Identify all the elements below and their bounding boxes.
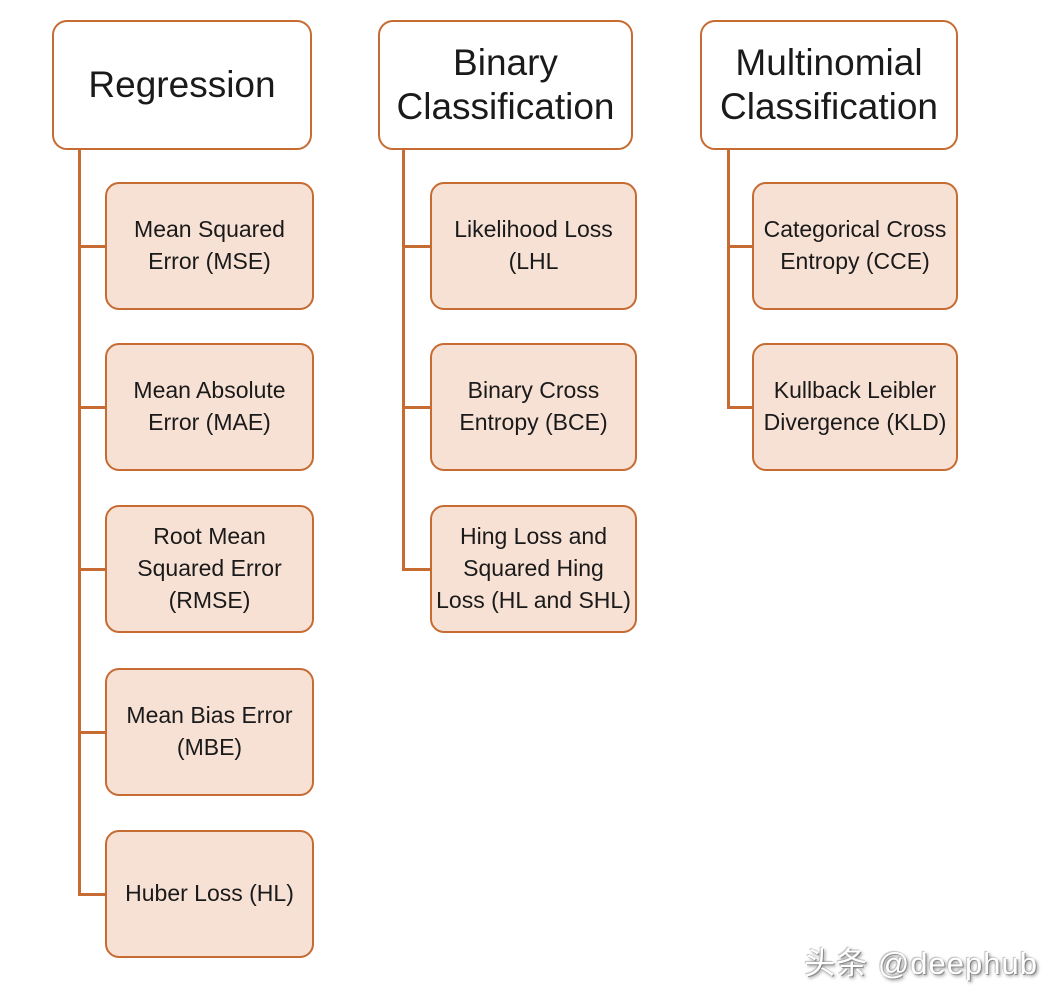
node-label: Kullback Leibler Divergence (KLD) (763, 377, 947, 435)
node-rmse: Root Mean Squared Error (RMSE) (105, 505, 314, 633)
connector-trunk (727, 150, 730, 408)
node-label: Mean Absolute Error (MAE) (133, 377, 286, 435)
node-mae: Mean Absolute Error (MAE) (105, 343, 314, 471)
connector-trunk (402, 150, 405, 570)
category-title-regression: Regression (88, 63, 276, 105)
category-title-binary-classification: Binary Classification (396, 41, 615, 127)
node-cce: Categorical Cross Entropy (CCE) (752, 182, 958, 310)
connector-stub (727, 245, 752, 248)
connector-stub (78, 406, 105, 409)
node-label: Mean Bias Error (MBE) (126, 702, 293, 760)
node-label: Root Mean Squared Error (RMSE) (137, 523, 282, 613)
connector-stub (78, 893, 105, 896)
connector-stub (402, 568, 430, 571)
connector-stub (78, 568, 105, 571)
category-box-binary-classification: Binary Classification (378, 20, 633, 150)
node-label: Likelihood Loss (LHL (454, 216, 613, 274)
connector-stub (402, 245, 430, 248)
node-label: Mean Squared Error (MSE) (134, 216, 285, 274)
node-label: Huber Loss (HL) (125, 880, 294, 907)
node-bce: Binary Cross Entropy (BCE) (430, 343, 637, 471)
category-box-multinomial-classification: Multinomial Classification (700, 20, 958, 150)
category-title-multinomial-classification: Multinomial Classification (720, 41, 938, 127)
node-likelihood-loss: Likelihood Loss (LHL (430, 182, 637, 310)
watermark: 头条 @deephub (804, 946, 1038, 981)
connector-stub (402, 406, 430, 409)
node-label: Binary Cross Entropy (BCE) (459, 377, 608, 435)
node-label: Categorical Cross Entropy (CCE) (763, 216, 947, 274)
category-box-regression: Regression (52, 20, 312, 150)
node-label: Hing Loss and Squared Hing Loss (HL and … (436, 523, 631, 613)
node-mse: Mean Squared Error (MSE) (105, 182, 314, 310)
node-hinge-loss: Hing Loss and Squared Hing Loss (HL and … (430, 505, 637, 633)
connector-stub (78, 245, 105, 248)
connector-stub (78, 731, 105, 734)
node-kld: Kullback Leibler Divergence (KLD) (752, 343, 958, 471)
node-mbe: Mean Bias Error (MBE) (105, 668, 314, 796)
connector-trunk (78, 150, 81, 895)
connector-stub (727, 406, 752, 409)
node-huber-loss: Huber Loss (HL) (105, 830, 314, 958)
